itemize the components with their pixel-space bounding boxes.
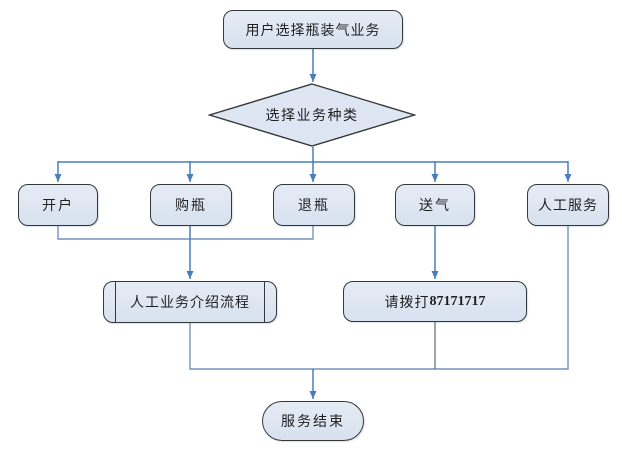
- node-branch-label: 人工服务: [538, 199, 598, 214]
- phone-number: 87171717: [429, 293, 486, 309]
- node-branch-deliver-gas: 送气: [395, 184, 475, 226]
- node-intro-process-label: 人工业务介绍流程: [130, 296, 250, 311]
- node-branch-return-bottle: 退瓶: [273, 184, 355, 226]
- node-branch-label: 开户: [42, 199, 74, 214]
- node-decision-label: 选择业务种类: [265, 109, 359, 124]
- node-branch-label: 购瓶: [175, 199, 207, 214]
- connector-bottom-collector: [189, 226, 569, 370]
- node-branch-label: 退瓶: [298, 199, 330, 214]
- node-end: 服务结束: [262, 401, 364, 441]
- connector-openacct-merge: [57, 226, 314, 240]
- node-branch-open-account: 开户: [18, 184, 98, 226]
- node-call-prefix: 请拨打: [384, 295, 430, 311]
- node-intro-process: 人工业务介绍流程: [103, 281, 277, 323]
- node-start-label: 用户选择瓶装气业务: [245, 23, 381, 39]
- node-branch-label: 送气: [419, 199, 451, 214]
- node-end-label: 服务结束: [281, 415, 345, 430]
- node-branch-manual-service: 人工服务: [527, 184, 609, 226]
- predefined-process-bar-right: [264, 282, 265, 322]
- node-decision: 选择业务种类: [208, 83, 416, 147]
- node-start: 用户选择瓶装气业务: [223, 10, 403, 49]
- decision-diamond-shape: [208, 83, 416, 147]
- node-branch-buy-bottle: 购瓶: [150, 184, 232, 226]
- predefined-process-bar-left: [115, 282, 116, 322]
